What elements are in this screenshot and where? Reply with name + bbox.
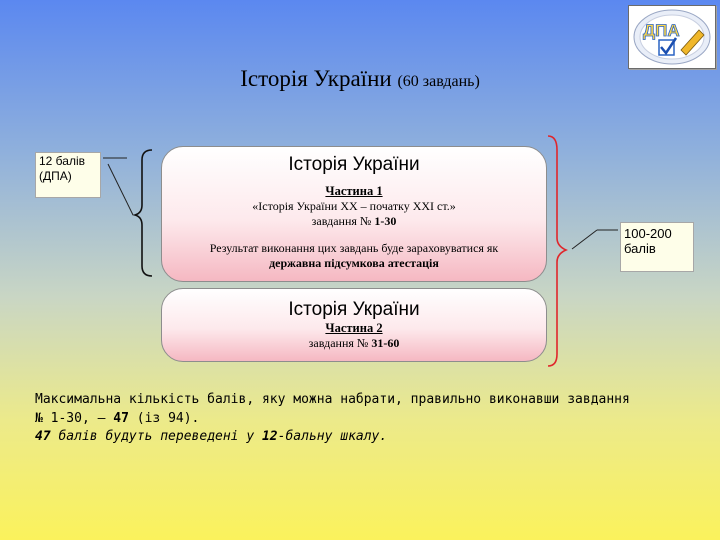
part1-label: Частина 1: [325, 184, 383, 198]
note-line3-c: 12: [261, 429, 278, 444]
note-line2: № 1-30, – 47 (із 94).: [35, 410, 685, 429]
dpa-logo-icon: ДПА: [633, 9, 711, 65]
right-red-brace: [547, 135, 568, 367]
left-brace: [132, 149, 153, 277]
part1-title: Історія України: [288, 154, 420, 175]
callout-left-line1: 12 балів: [39, 154, 85, 168]
part2-box: Історія України Частина 2 завдання № 31-…: [161, 288, 547, 362]
note-line3-a: 47: [35, 429, 51, 444]
callout-left-line2: (ДПА): [39, 169, 72, 183]
part2-label: Частина 2: [325, 321, 383, 335]
page-title: Історія України (60 завдань): [0, 66, 720, 92]
part2-tasks-prefix: завдання №: [308, 336, 369, 350]
right-callout-pointer: [571, 229, 598, 250]
note-line3: 47 балів будуть переведені у 12-бальну ш…: [35, 428, 685, 447]
part1-result-line: Результат виконання цих завдань буде зар…: [209, 241, 499, 255]
part1-tasks-prefix: завдання №: [311, 214, 372, 228]
max-points-note: Максимальна кількість балів, яку можна н…: [35, 391, 685, 447]
part2-tasks: завдання № 31-60: [162, 336, 546, 351]
dpa-logo: ДПА: [628, 5, 716, 69]
svg-text:ДПА: ДПА: [643, 21, 680, 40]
part1-result-bold: державна підсумкова атестація: [269, 256, 439, 270]
callout-12-points: 12 балів (ДПА): [35, 152, 101, 198]
title-main: Історія України: [240, 66, 392, 91]
note-line2-c: (із 94).: [136, 410, 200, 426]
callout-right-line2: балів: [624, 241, 656, 256]
callout-right-line1: 100-200: [624, 226, 672, 241]
part1-tasks: завдання № 1-30: [162, 214, 546, 229]
callout-100-200-points: 100-200 балів: [620, 222, 694, 272]
part1-box: Історія України Частина 1 «Історія Украї…: [161, 146, 547, 282]
note-line1: Максимальна кількість балів, яку можна н…: [35, 392, 630, 407]
left-callout-pointer-diag: [107, 163, 134, 216]
part1-subtitle: «Історія України XX – початку XXI ст.»: [252, 199, 456, 213]
note-line2-b: 47: [113, 410, 129, 426]
title-paren: (60 завдань): [397, 73, 480, 90]
note-line3-d: -бальну шкалу.: [277, 429, 388, 444]
note-line2-a: № 1-30, –: [35, 410, 106, 426]
part2-tasks-range: 31-60: [371, 336, 400, 350]
note-line3-b: балів будуть переведені у: [58, 429, 255, 444]
part1-tasks-range: 1-30: [374, 214, 397, 228]
part2-title: Історія України: [288, 299, 420, 320]
